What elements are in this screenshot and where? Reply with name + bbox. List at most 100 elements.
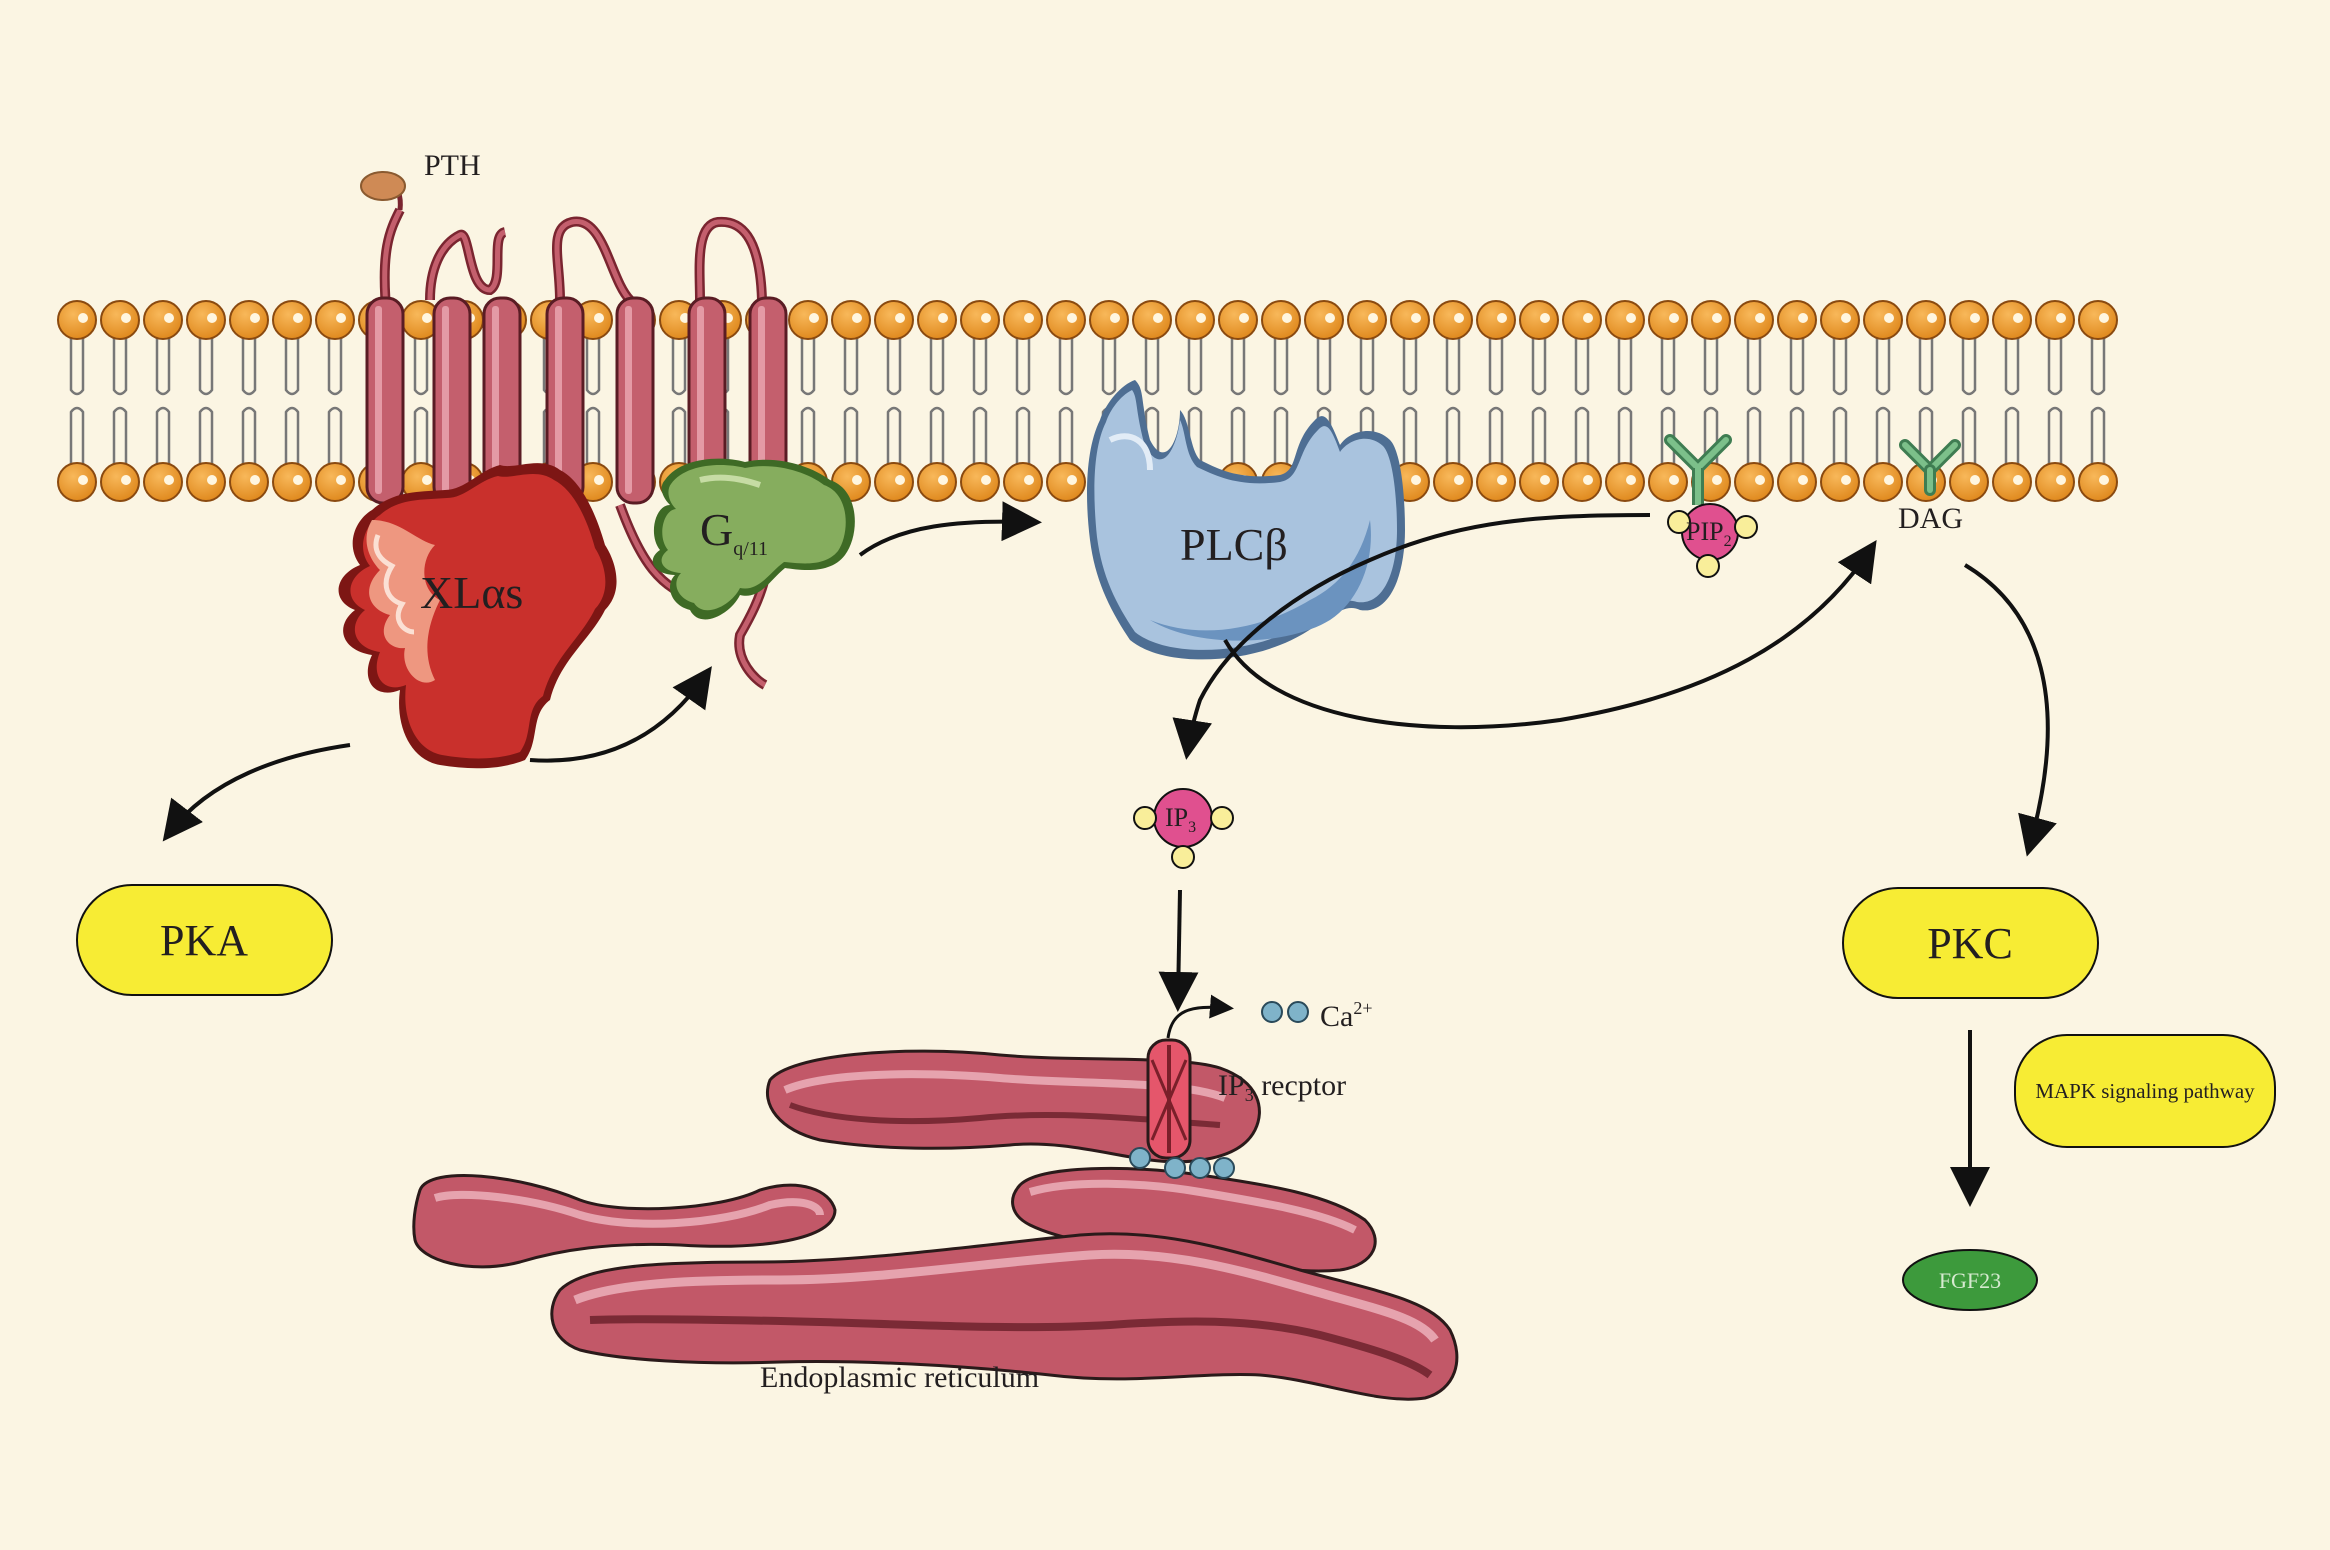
lipid-highlight bbox=[1626, 475, 1636, 485]
lipid-highlight bbox=[207, 313, 217, 323]
lipid-tails bbox=[1832, 338, 1848, 464]
lipid-head bbox=[1519, 462, 1559, 502]
lipid-highlight bbox=[981, 475, 991, 485]
fgf23-label: FGF23 bbox=[1939, 1268, 2001, 1293]
lipid-head bbox=[1433, 300, 1473, 340]
lipid-highlight bbox=[1454, 475, 1464, 485]
lipid-head bbox=[1433, 462, 1473, 502]
helix-highlight bbox=[375, 306, 382, 494]
lipid-head bbox=[917, 462, 957, 502]
lipid-highlight bbox=[852, 313, 862, 323]
lipid-highlight bbox=[1712, 313, 1722, 323]
lipid-highlight bbox=[594, 313, 604, 323]
lipid-tails bbox=[1144, 338, 1160, 464]
lipid-head bbox=[960, 462, 1000, 502]
lipid-highlight bbox=[895, 475, 905, 485]
lipid-head bbox=[1906, 300, 1946, 340]
lipid-tails bbox=[155, 338, 171, 464]
lipid-highlight bbox=[78, 313, 88, 323]
lipid-head bbox=[917, 300, 957, 340]
lipid-head bbox=[1304, 300, 1344, 340]
lipid-highlight bbox=[1497, 475, 1507, 485]
pip2-label: PIP2 bbox=[1686, 517, 1732, 550]
helix-highlight bbox=[555, 306, 562, 494]
lipid-highlight bbox=[1067, 475, 1077, 485]
lipid-highlight bbox=[2056, 313, 2066, 323]
lipid-highlight bbox=[1841, 313, 1851, 323]
lipid-tails bbox=[800, 338, 816, 464]
lipid-tails bbox=[1746, 338, 1762, 464]
lipid-tails bbox=[1230, 338, 1246, 464]
lipid-highlight bbox=[250, 313, 260, 323]
lipid-highlight bbox=[1153, 313, 1163, 323]
lipid-highlight bbox=[2056, 475, 2066, 485]
lipid-highlight bbox=[1024, 475, 1034, 485]
lipid-tails bbox=[69, 338, 85, 464]
lipid-tails bbox=[929, 338, 945, 464]
arrow-plcb-to-dag bbox=[1223, 540, 1877, 730]
lipid-head bbox=[1218, 300, 1258, 340]
pka-label: PKA bbox=[160, 916, 248, 965]
helix-highlight bbox=[442, 306, 449, 494]
lipid-highlight bbox=[1970, 475, 1980, 485]
lipid-head bbox=[788, 300, 828, 340]
plcb-label: PLCβ bbox=[1180, 519, 1288, 570]
lipid-head bbox=[272, 300, 312, 340]
lipid-highlight bbox=[164, 313, 174, 323]
er-label: Endoplasmic reticulum bbox=[760, 1361, 1039, 1394]
ip3-label: IP3 bbox=[1165, 803, 1196, 836]
lipid-highlight bbox=[1755, 313, 1765, 323]
lipid-head bbox=[1562, 300, 1602, 340]
lipid-head bbox=[1003, 462, 1043, 502]
transmembrane-helix bbox=[615, 296, 655, 505]
lipid-highlight bbox=[164, 475, 174, 485]
lipid-tails bbox=[413, 338, 429, 464]
lipid-highlight bbox=[78, 475, 88, 485]
lipid-head bbox=[1648, 462, 1688, 502]
lipid-head bbox=[186, 300, 226, 340]
lipid-tails bbox=[671, 338, 687, 464]
lipid-head bbox=[2078, 462, 2118, 502]
lipid-head bbox=[1261, 300, 1301, 340]
lipid-head bbox=[1863, 300, 1903, 340]
lipid-head bbox=[1863, 462, 1903, 502]
lipid-highlight bbox=[1454, 313, 1464, 323]
calcium-label: Ca2+ bbox=[1320, 998, 1372, 1033]
lipid-highlight bbox=[1884, 475, 1894, 485]
helix-highlight bbox=[697, 306, 704, 494]
lipid-head bbox=[100, 462, 140, 502]
lipid-tails bbox=[1918, 338, 1934, 464]
lipid-head bbox=[1605, 300, 1645, 340]
lipid-highlight bbox=[1540, 313, 1550, 323]
lipid-head bbox=[2035, 462, 2075, 502]
lipid-head bbox=[1046, 300, 1086, 340]
lipid-highlight bbox=[1497, 313, 1507, 323]
lipid-head bbox=[1648, 300, 1688, 340]
gq11-protein bbox=[652, 458, 855, 620]
lipid-tails bbox=[1359, 338, 1375, 464]
ip3-receptor-channel bbox=[1146, 1038, 1192, 1160]
lipid-head bbox=[315, 300, 355, 340]
lipid-tails bbox=[1015, 338, 1031, 464]
xlas-label: XLαs bbox=[420, 567, 523, 618]
lipid-highlight bbox=[336, 313, 346, 323]
lipid-head bbox=[315, 462, 355, 502]
lipid-highlight bbox=[895, 313, 905, 323]
lipid-tails bbox=[1531, 338, 1547, 464]
fgf23-node: FGF23 bbox=[1902, 1249, 2038, 1311]
lipid-head bbox=[1519, 300, 1559, 340]
lipid-highlight bbox=[1540, 475, 1550, 485]
lipid-head bbox=[1949, 300, 1989, 340]
lipid-highlight bbox=[852, 475, 862, 485]
lipid-head bbox=[186, 462, 226, 502]
lipid-head bbox=[1089, 300, 1129, 340]
ip3-molecule bbox=[1133, 788, 1234, 869]
transmembrane-helix bbox=[365, 296, 405, 505]
lipid-tails bbox=[843, 338, 859, 464]
lipid-highlight bbox=[1669, 313, 1679, 323]
lipid-tails bbox=[2047, 338, 2063, 464]
pathway-arrows bbox=[162, 501, 2057, 1207]
calcium-ions bbox=[1129, 1001, 1309, 1179]
lipid-head bbox=[1820, 462, 1860, 502]
pka-node: PKA bbox=[76, 884, 333, 996]
